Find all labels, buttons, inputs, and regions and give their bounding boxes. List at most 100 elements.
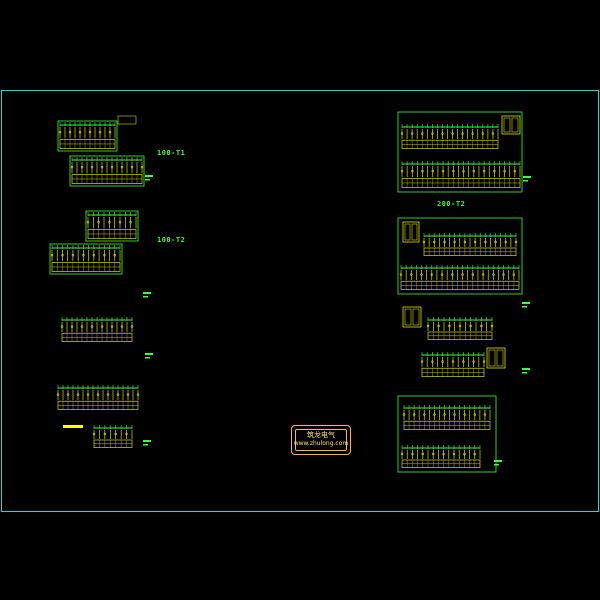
panel-4a-breaker (106, 393, 110, 396)
panel-8a-breaker (453, 413, 456, 416)
panel-2a-breaker (118, 220, 122, 224)
panel-7b-breaker (482, 360, 486, 363)
panel-6a-breaker (453, 240, 456, 244)
panel-1a-breaker (108, 130, 112, 134)
panel-7a-breaker (448, 324, 451, 328)
panel-2a-breaker (129, 220, 132, 224)
panel-6b-breaker (399, 273, 403, 276)
panel-5b-breaker (503, 169, 506, 173)
panel-8b-breaker (421, 452, 425, 456)
cabinet-6 (402, 221, 420, 243)
panel-3a-breaker (70, 325, 74, 328)
panel-5b-breaker (452, 169, 455, 173)
panel-3a-breaker (90, 325, 94, 328)
panel-7b-breaker (462, 360, 465, 363)
note-4-line (143, 444, 148, 446)
panel-6a-breaker (463, 240, 467, 244)
panel-6a-breaker (443, 240, 446, 244)
panel-1a-breaker (88, 130, 92, 134)
panel-7a-breaker (469, 324, 472, 328)
panel-5b-breaker (431, 169, 435, 173)
panel-1a-box (57, 120, 118, 152)
panel-6b-breaker (410, 273, 413, 276)
note-7 (522, 368, 530, 370)
panel-2a-breaker (97, 220, 100, 224)
panel-2b-breaker (50, 253, 54, 257)
cabinet-5-door (511, 117, 519, 133)
note-7-line (522, 372, 527, 374)
panel-8b-breaker (411, 452, 414, 456)
panel-4a-breaker (126, 393, 130, 396)
panel-3a-breaker (60, 325, 64, 328)
watermark-url: www.zhulong.com (293, 440, 349, 447)
panel-1a-breaker (58, 130, 62, 134)
panel-5a-breaker (451, 132, 454, 135)
group-right-2 (397, 217, 523, 295)
note-3 (145, 353, 153, 355)
panel-5a-breaker (420, 132, 424, 135)
panel-8a-breaker (443, 413, 446, 416)
panel-5b-breaker (472, 169, 476, 173)
panel-5a-breaker (461, 132, 464, 135)
panel-3a-breaker (100, 325, 104, 328)
panel-6a-breaker (484, 240, 487, 244)
panel-5b-breaker (421, 169, 424, 173)
note-6-line (522, 306, 527, 308)
note-8-line (494, 464, 499, 466)
panel-8b-breaker (400, 452, 404, 456)
panel-2b-breaker (92, 253, 96, 257)
panel-4a-breaker (86, 393, 90, 396)
panel-2b-breaker (113, 253, 117, 257)
panel-8a-breaker (402, 413, 406, 416)
panel-8a-breaker (483, 413, 487, 416)
panel-6b-breaker (420, 273, 423, 276)
note-5-line (523, 180, 528, 182)
group-right-1 (397, 111, 523, 193)
watermark-chinese: 筑龙电气 (307, 431, 335, 439)
note-2-line (143, 296, 148, 298)
panel-7a-breaker (490, 324, 494, 328)
note-3-line (145, 357, 150, 359)
panel-5b-breaker (493, 169, 496, 173)
panel-5a-breaker (491, 132, 495, 135)
panel-6a-breaker (514, 240, 518, 244)
panel-2b-breaker (82, 253, 85, 257)
label-200-t2: 200-T2 (437, 200, 466, 208)
panel-1b-breaker (70, 165, 74, 169)
panel-4-title (63, 425, 83, 428)
cabinet-6-door (404, 223, 411, 241)
panel-6b-breaker (461, 273, 464, 276)
panel-6b-breaker (481, 273, 485, 276)
panel-8b-breaker (473, 452, 477, 456)
panel-3a-breaker (110, 325, 114, 328)
panel-7a-breaker (480, 324, 483, 328)
panel-5a-breaker (410, 132, 414, 135)
panel-4b-breaker (114, 432, 117, 436)
panel-1b-breaker (130, 165, 134, 169)
note-4 (143, 440, 151, 442)
panel-6a-breaker (473, 240, 477, 244)
panel-6a-breaker (494, 240, 497, 244)
note-1-line (145, 179, 150, 181)
panel-7b-breaker (431, 360, 434, 363)
panel-5b-breaker (462, 169, 465, 173)
panel-5a-breaker (481, 132, 485, 135)
panel-6b-breaker (492, 273, 495, 276)
panel-7b-breaker (441, 360, 444, 363)
group-right-3 (397, 395, 497, 473)
panel-2a-box (85, 210, 139, 242)
panel-5a-breaker (441, 132, 444, 135)
panel-8a-breaker (433, 413, 436, 416)
panel-5b-breaker (411, 169, 414, 173)
panel-1b-breaker (110, 165, 114, 169)
panel-4b-breaker (103, 432, 107, 436)
panel-8a-breaker (463, 413, 466, 416)
cabinet-5 (501, 115, 521, 135)
panel-1b-breaker (90, 165, 94, 169)
panel-2b-box (49, 243, 123, 275)
panel-4b-breaker (125, 432, 128, 436)
panel-8a-breaker (422, 413, 426, 416)
note-2 (143, 292, 151, 294)
cabinet-7a-door (412, 308, 420, 326)
